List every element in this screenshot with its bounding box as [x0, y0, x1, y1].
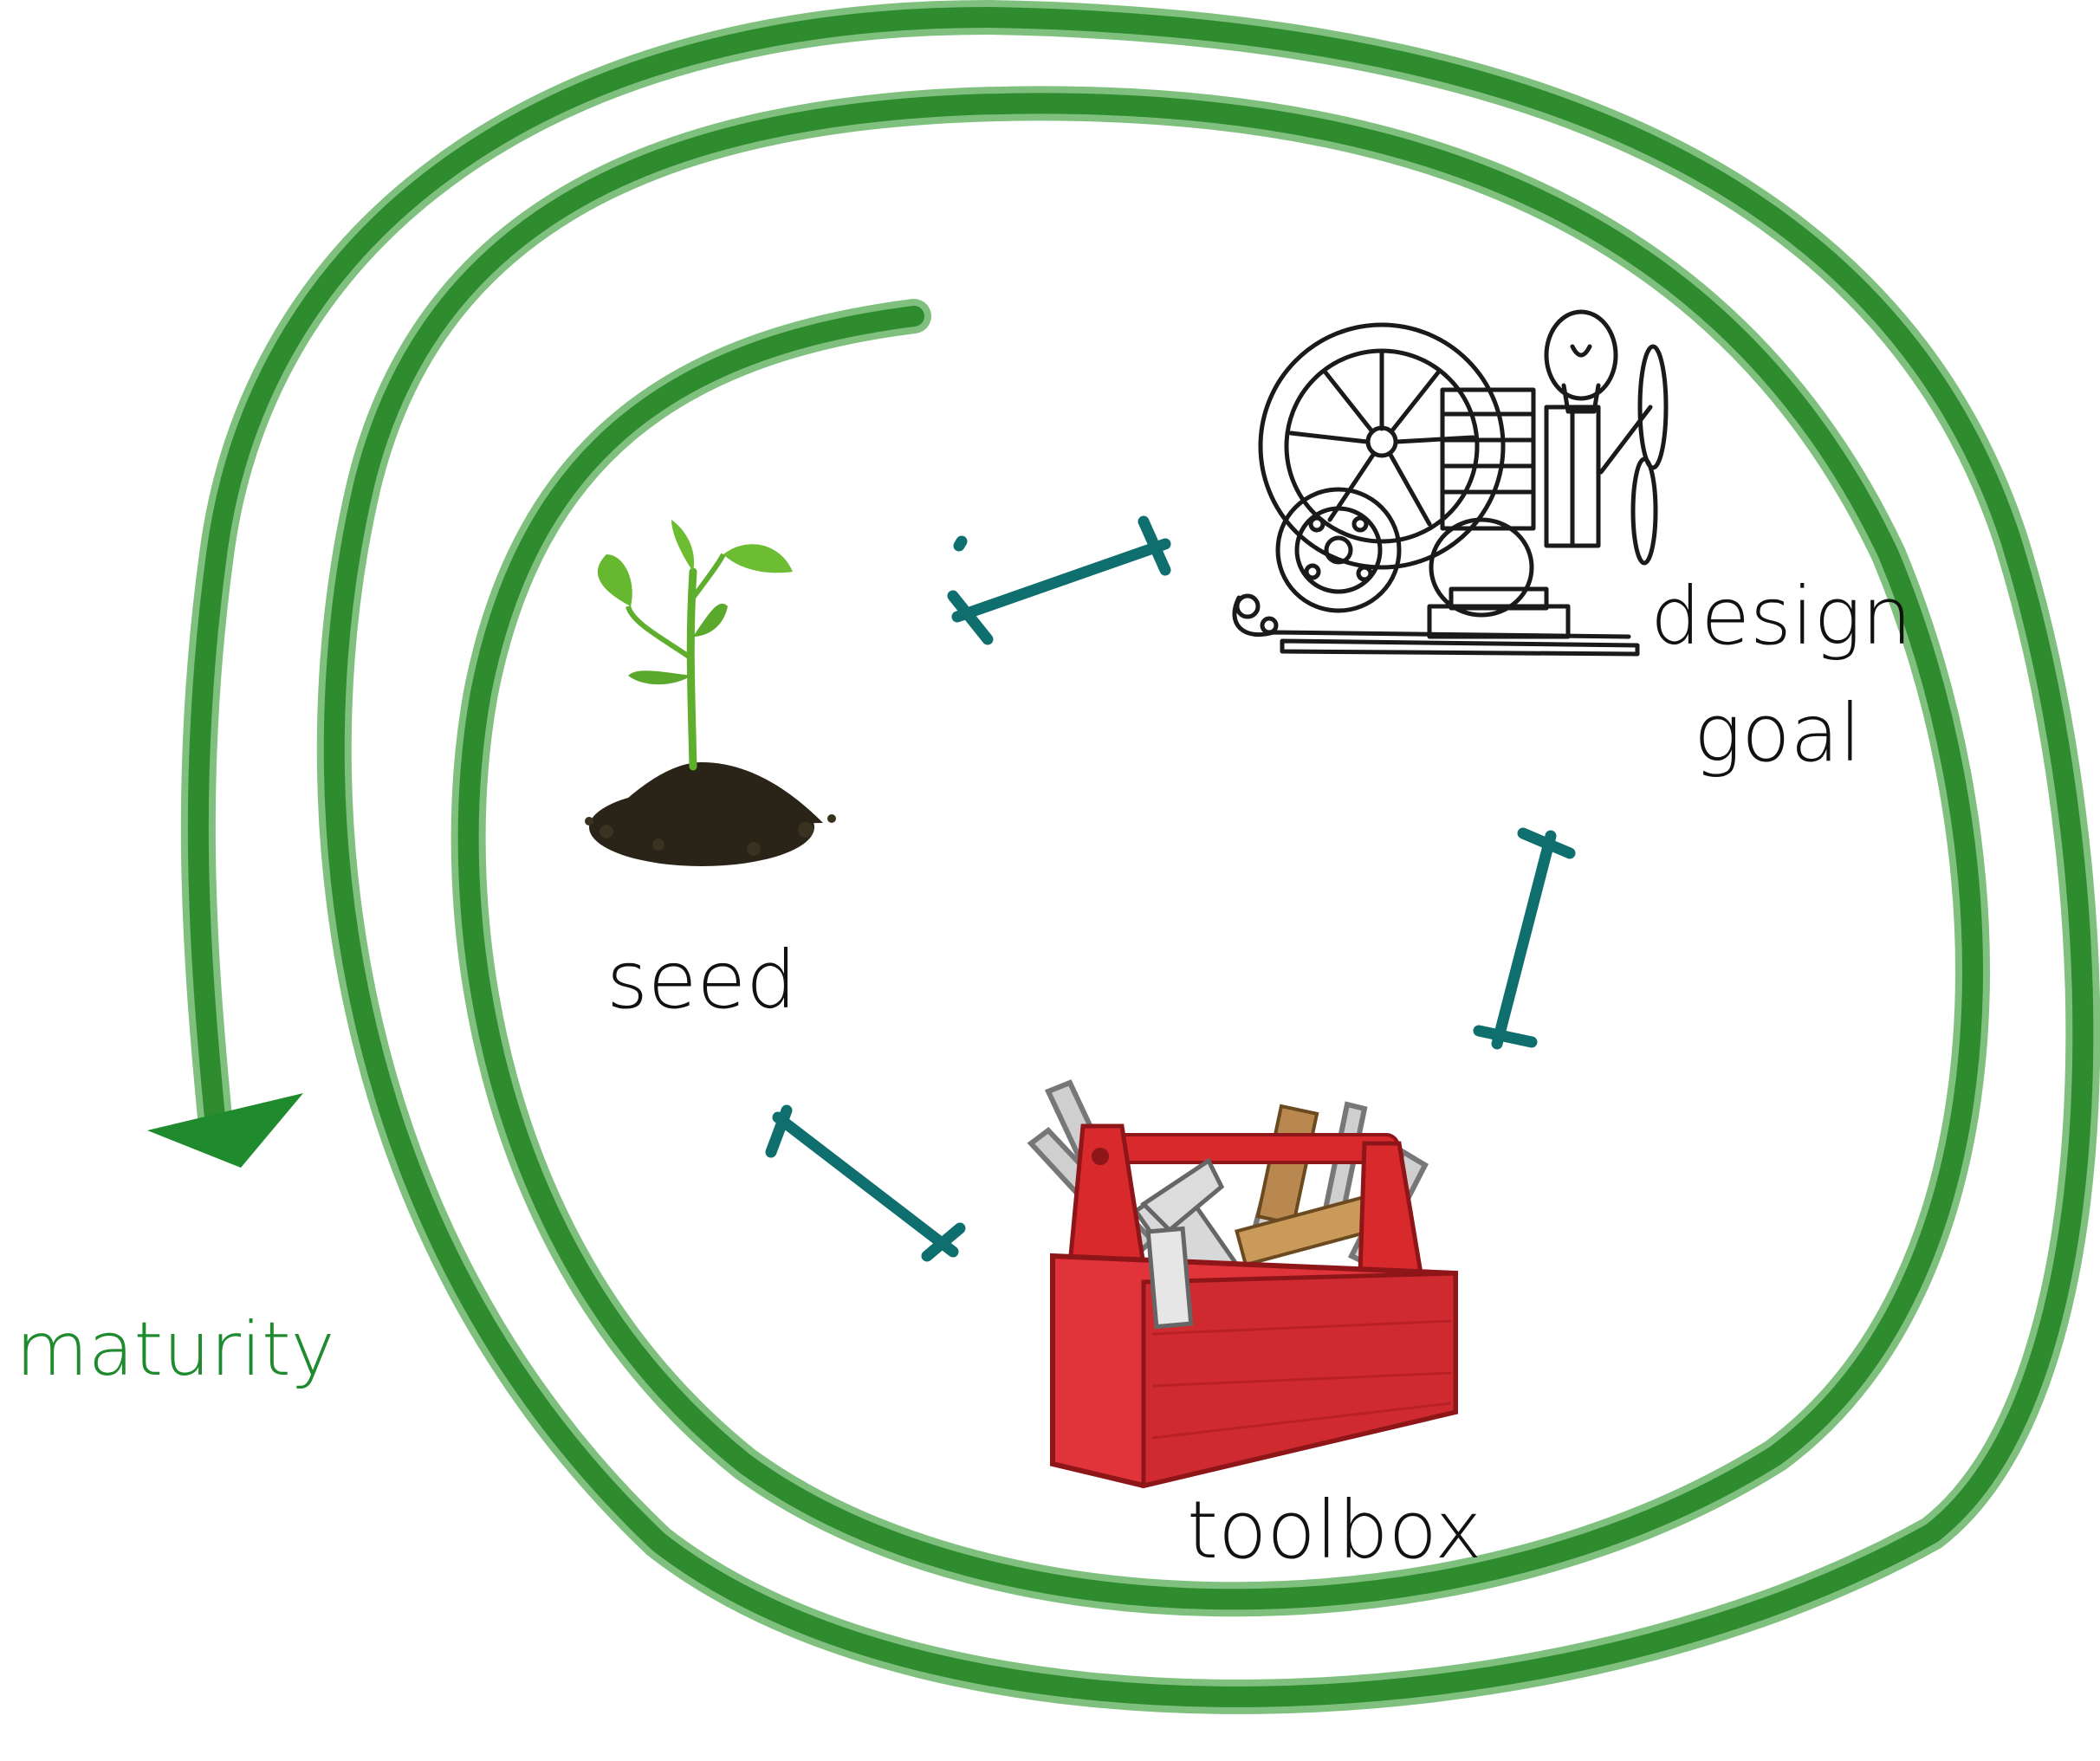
maturity-label: maturity	[16, 1306, 335, 1393]
sprout-in-soil-icon	[585, 520, 836, 866]
arrow-design-toolbox	[1473, 827, 1576, 1050]
red-toolbox-icon	[1027, 1079, 1458, 1489]
seed-label: seed	[606, 934, 797, 1026]
machine-sketch-icon	[1232, 309, 1669, 657]
arrow-seed-design	[947, 515, 1171, 645]
maturity-spiral	[147, 0, 2100, 1714]
maturity-arrowhead	[147, 1093, 303, 1168]
design-label: design	[1650, 570, 1913, 663]
arrow-seed-toolbox	[765, 1104, 966, 1262]
goal-label: goal	[1694, 687, 1862, 780]
toolbox-label: toolbox	[1187, 1484, 1482, 1576]
